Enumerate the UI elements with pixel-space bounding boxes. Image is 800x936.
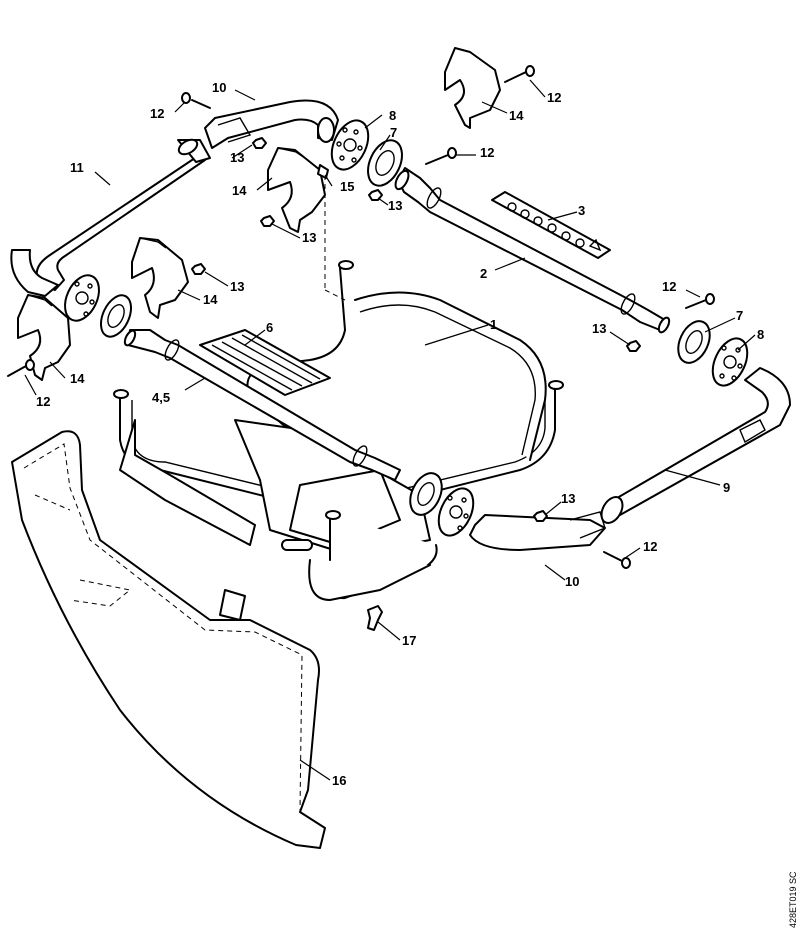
callout-12-d: 12 (662, 279, 676, 294)
callout-14-a: 14 (509, 108, 524, 123)
elbow-upper-part (204, 99, 339, 149)
clamp-top-right-part (444, 47, 501, 129)
nut-parts (191, 137, 641, 522)
callout-8-upper: 8 (389, 108, 396, 123)
callout-13-a: 13 (230, 150, 244, 165)
warning-label-part (491, 191, 611, 259)
callout-13-c: 13 (302, 230, 316, 245)
callout-8-right: 8 (757, 327, 764, 342)
callout-1: 1 (490, 317, 497, 332)
callout-13-b: 13 (388, 198, 402, 213)
callout-10-upper: 10 (212, 80, 226, 95)
callout-13-f: 13 (561, 491, 575, 506)
callout-13-d: 13 (230, 279, 244, 294)
alignment-dashed-line-2 (324, 289, 346, 301)
callout-10-lower: 10 (565, 574, 579, 589)
hub-left-part (64, 274, 100, 322)
shaft-upper-part (394, 167, 671, 334)
clamp-left-part (17, 294, 71, 381)
hub-lower-part (437, 487, 475, 537)
callout-12-f: 12 (643, 539, 657, 554)
clamp-center-part (267, 147, 326, 233)
reference-code: 428ET019 SC (788, 871, 798, 928)
screw-5-part (7, 359, 35, 377)
callout-labels: 1 2 3 4,5 6 7 8 7 8 9 10 10 11 12 12 12 … (36, 80, 764, 788)
callout-12-c: 12 (480, 145, 494, 160)
hub-upper-part (330, 119, 370, 171)
callout-2: 2 (480, 266, 487, 281)
callout-3: 3 (578, 203, 585, 218)
bushing-upper-part (367, 139, 403, 187)
bushing-left-part (99, 294, 133, 338)
screw-3-part (425, 147, 457, 165)
handle-bar-right-part (600, 367, 791, 524)
handle-bar-left-part (10, 138, 211, 297)
bolt-part (367, 605, 383, 631)
bushing-lower-part (409, 472, 443, 516)
callout-7-upper: 7 (390, 125, 397, 140)
shaft-lower-part (123, 329, 401, 481)
callout-17: 17 (402, 633, 416, 648)
callout-14-d: 14 (70, 371, 85, 386)
callout-11: 11 (70, 160, 84, 175)
callout-14-b: 14 (232, 183, 247, 198)
screw-6-part (603, 551, 631, 569)
callout-15: 15 (340, 179, 354, 194)
clamp-mid-left-part (131, 237, 189, 319)
elbow-lower-part (469, 511, 606, 551)
callout-9: 9 (723, 480, 730, 495)
frame-part (113, 260, 564, 601)
callout-7-right: 7 (736, 308, 743, 323)
collection-bag-part (11, 430, 326, 849)
callout-4-5: 4,5 (152, 390, 170, 405)
callout-16: 16 (332, 773, 346, 788)
callout-14-c: 14 (203, 292, 218, 307)
leader-lines (24, 79, 756, 781)
screw-4-part (685, 293, 715, 309)
callout-12-a: 12 (150, 106, 164, 121)
screw-1-part (181, 92, 211, 109)
callout-13-e: 13 (592, 321, 606, 336)
callout-12-b: 12 (547, 90, 561, 105)
grille-plate-part (199, 329, 331, 396)
callout-12-e: 12 (36, 394, 50, 409)
bushing-right-part (677, 320, 711, 364)
screw-2-part (504, 65, 535, 83)
callout-6: 6 (266, 320, 273, 335)
